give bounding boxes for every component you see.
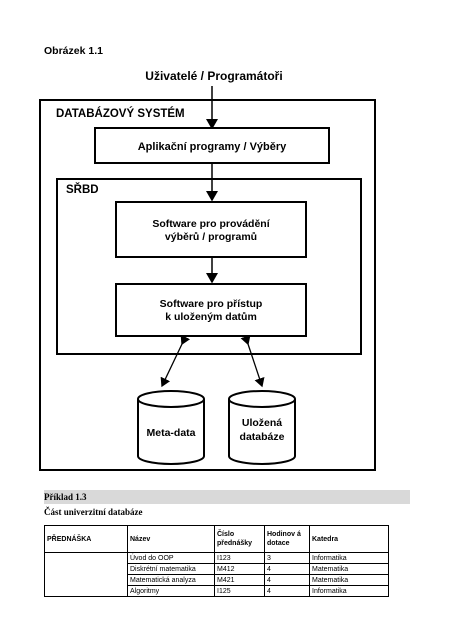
column-header-name: Název bbox=[127, 525, 215, 553]
table-row: Matematická analyza M421 4 Matematika bbox=[44, 574, 389, 586]
users-label: Uživatelé / Programátoři bbox=[145, 69, 282, 83]
database-system-label: DATABÁZOVÝ SYSTÉM bbox=[56, 107, 185, 120]
query-execution-label-line2: výběrů / programů bbox=[165, 231, 257, 243]
cell-name: Diskrétní matematika bbox=[127, 563, 215, 575]
cell-name: Úvod do OOP bbox=[127, 552, 215, 564]
cell-number: I125 bbox=[214, 585, 265, 597]
table-name-cell: PŘEDNÁŠKA bbox=[44, 525, 128, 553]
cell-name: Algoritmy bbox=[127, 585, 215, 597]
access-metadata-arrow bbox=[160, 334, 191, 388]
database-system-border bbox=[39, 99, 376, 471]
cell-hours: 4 bbox=[264, 585, 310, 597]
column-header-number: Číslo přednášky bbox=[214, 525, 265, 553]
lecture-table: PŘEDNÁŠKA Název Číslo přednášky Hodinov … bbox=[44, 525, 389, 597]
cell-department: Matematika bbox=[309, 574, 389, 586]
cell-hours: 4 bbox=[264, 563, 310, 575]
stored-database-cylinder bbox=[228, 390, 296, 465]
cell-hours: 4 bbox=[264, 574, 310, 586]
table-row: Algoritmy I125 4 Informatika bbox=[44, 585, 389, 597]
database-system-diagram: Uživatelé / Programátoři DATABÁZOVÝ SYST… bbox=[39, 69, 376, 471]
data-access-label-line2: k uloženým datům bbox=[165, 311, 257, 323]
cell-number: I123 bbox=[214, 552, 265, 564]
example-title: Příklad 1.3 bbox=[44, 492, 87, 502]
metadata-cylinder bbox=[137, 390, 205, 465]
cell-department: Matematika bbox=[309, 563, 389, 575]
cell-name: Matematická analyza bbox=[127, 574, 215, 586]
table-header-row: PŘEDNÁŠKA Název Číslo přednášky Hodinov … bbox=[44, 525, 389, 553]
cell-number: M421 bbox=[214, 574, 265, 586]
example-heading-bar bbox=[44, 490, 410, 504]
metadata-label: Meta-data bbox=[146, 427, 195, 439]
cell-number: M412 bbox=[214, 563, 265, 575]
cell-hours: 3 bbox=[264, 552, 310, 564]
application-programs-box bbox=[94, 127, 330, 164]
dbms-border bbox=[56, 178, 362, 355]
dbms-label: SŘBD bbox=[66, 183, 99, 196]
cell-department: Informatika bbox=[309, 585, 389, 597]
data-access-box bbox=[115, 283, 307, 337]
cell-department: Informatika bbox=[309, 552, 389, 564]
data-access-label-line1: Software pro přístup bbox=[160, 298, 263, 310]
stored-database-label-line1: Uložená bbox=[242, 417, 282, 429]
application-programs-label: Aplikační programy / Výběry bbox=[138, 141, 287, 153]
figure-caption: Obrázek 1.1 bbox=[44, 45, 103, 57]
table-row: Diskrétní matematika M412 4 Matematika bbox=[44, 563, 389, 575]
query-execution-label-line1: Software pro provádění bbox=[152, 218, 270, 230]
query-execution-box bbox=[115, 201, 307, 258]
access-stored-arrow bbox=[240, 334, 265, 388]
column-header-department: Katedra bbox=[309, 525, 389, 553]
column-header-hours: Hodinov á dotace bbox=[264, 525, 310, 553]
stored-database-label-line2: databáze bbox=[240, 431, 285, 443]
table-row: Úvod do OOP I123 3 Informatika bbox=[44, 552, 389, 564]
example-subtitle: Část univerzitní databáze bbox=[44, 507, 143, 517]
